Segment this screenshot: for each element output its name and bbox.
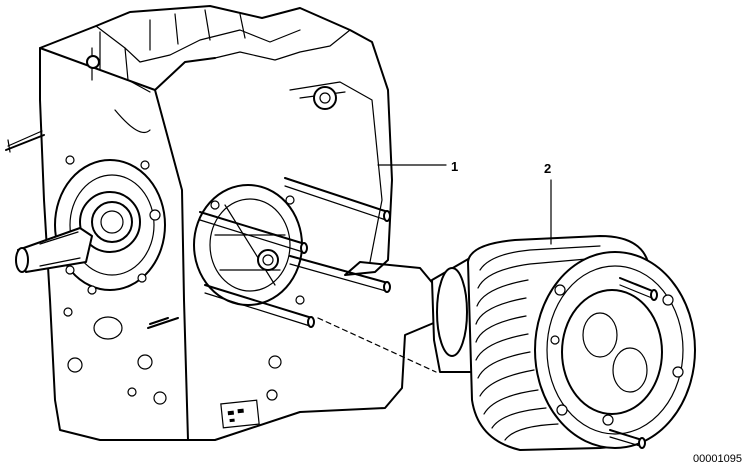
leader-lines [317,164,552,373]
cylinder-mount-opening [193,184,305,306]
crankshaft-stub [15,227,93,273]
lower-stud [147,317,179,329]
callout-label-1: 1 [451,159,459,174]
left-stud [5,130,45,153]
callout-label-2: 2 [544,161,552,176]
cylinder [431,235,696,451]
diagram-id-label: 00001095 [693,453,742,465]
cylinder-studs [199,177,391,328]
